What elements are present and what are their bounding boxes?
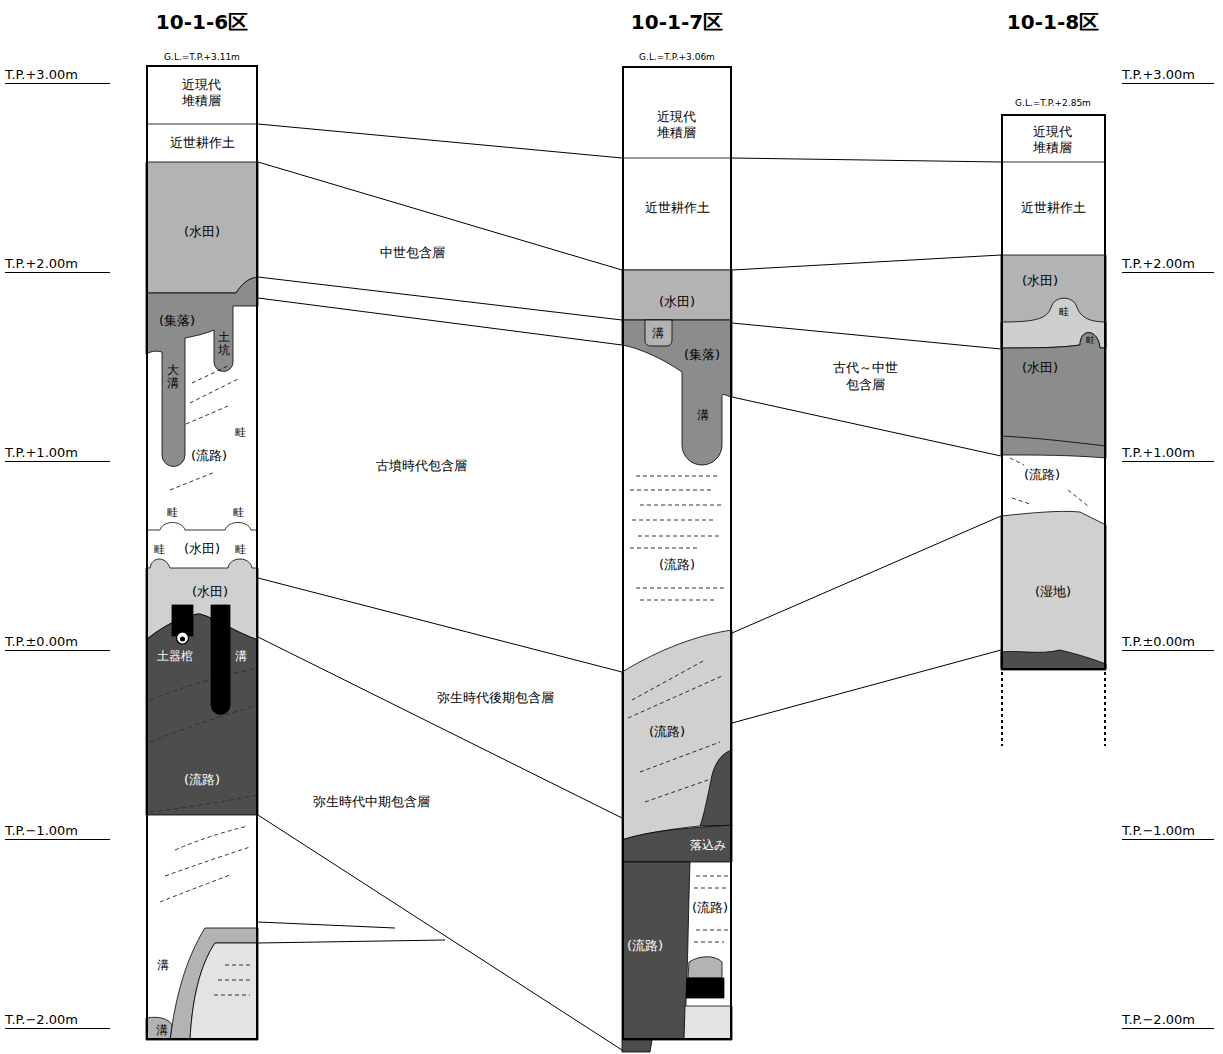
layer-box: (流路): [659, 557, 695, 573]
layer-label: 近現代 堆積層: [654, 109, 701, 140]
layer-box: (集落): [159, 313, 195, 329]
layer-box: 溝: [156, 1023, 168, 1037]
column-heading: 10-1-7区: [631, 9, 723, 36]
layer-name: 畦: [167, 506, 178, 520]
layer-box: (集落): [684, 347, 720, 363]
layer-box: (水田): [184, 541, 220, 557]
layer-name: 畦: [154, 543, 165, 557]
elevation-label: T.P.−2.00m: [5, 1011, 110, 1029]
layer-label: 落込み: [690, 838, 726, 852]
layer-box: (流路): [184, 772, 220, 788]
column-heading: 10-1-6区: [156, 9, 248, 36]
layer-label: 溝: [235, 649, 247, 663]
layer-label: 近世耕作土: [170, 135, 235, 151]
layer-label: (流路): [659, 557, 695, 573]
column-heading: 10-1-8区: [1007, 9, 1099, 36]
layer-box: (水田): [192, 584, 228, 600]
elevation-label: T.P.+2.00m: [1122, 255, 1214, 273]
layer-name: 古墳時代包含層: [376, 458, 467, 475]
layer-label: (流路): [184, 772, 220, 788]
layer-name: 中世包含層: [380, 245, 445, 262]
elevation-label: T.P.+1.00m: [5, 444, 110, 462]
layer-label: (集落): [684, 347, 720, 363]
layer-label: 溝: [156, 1023, 168, 1037]
layer-label: (流路): [191, 448, 227, 464]
layer-label: (流路): [692, 900, 728, 916]
layer-box: (水田): [1022, 360, 1058, 376]
layer-name: 畦: [1059, 305, 1069, 318]
layer-label: 近現代 堆積層: [179, 77, 226, 108]
layer-label: (集落): [159, 313, 195, 329]
layer-box: 大溝: [167, 364, 179, 390]
layer-label: 土坑: [218, 331, 230, 357]
layer-label: (流路): [649, 724, 685, 740]
layer-name: 畦: [235, 426, 246, 440]
layer-name: 弥生時代中期包含層: [313, 794, 430, 811]
layer-label: (水田): [192, 584, 228, 600]
ground-level: G.L.=T.P.+3.06m: [639, 52, 715, 62]
layer-box: 落込み: [690, 838, 726, 852]
layer-box: (湿地): [1035, 584, 1071, 600]
layer-label: 近世耕作土: [1021, 200, 1086, 216]
ground-level: G.L.=T.P.+3.11m: [164, 52, 240, 62]
layer-label: (流路): [627, 938, 663, 954]
elevation-label: T.P.+2.00m: [5, 255, 110, 273]
layer-box: (流路): [649, 724, 685, 740]
layer-box: 近現代 堆積層: [654, 109, 701, 140]
section-column: 10-1-8区G.L.=T.P.+2.85m近現代 堆積層近世耕作土(水田)(水…: [1001, 114, 1106, 670]
elevation-label: T.P.−1.00m: [1122, 822, 1214, 840]
elevation-label: T.P.±0.00m: [5, 633, 110, 651]
layer-label: 大溝: [167, 364, 179, 390]
layer-label: (湿地): [1035, 584, 1071, 600]
layer-box: (水田): [659, 294, 695, 310]
elevation-label: T.P.+3.00m: [1122, 66, 1214, 84]
layer-box: (流路): [692, 900, 728, 916]
layer-box: 土坑: [218, 331, 230, 357]
layer-box: 近現代 堆積層: [179, 77, 226, 108]
layer-label: 溝: [157, 958, 169, 972]
layer-box: (流路): [191, 448, 227, 464]
layer-name: 畦: [233, 506, 244, 520]
layer-name: 弥生時代後期包含層: [437, 690, 554, 707]
layer-name: 畦: [1086, 335, 1095, 347]
layer-box: (流路): [627, 938, 663, 954]
layer-label: 近世耕作土: [645, 200, 710, 216]
elevation-label: T.P.±0.00m: [1122, 633, 1214, 651]
layer-label: 土器棺: [157, 649, 193, 663]
elevation-label: T.P.−2.00m: [1122, 1011, 1214, 1029]
ground-level: G.L.=T.P.+2.85m: [1015, 98, 1091, 108]
section-column: 10-1-7区G.L.=T.P.+3.06m近現代 堆積層近世耕作土(水田)溝(…: [622, 66, 732, 1040]
layer-label: (水田): [184, 224, 220, 240]
layer-label: (水田): [184, 541, 220, 557]
layer-label: (水田): [1022, 273, 1058, 289]
layer-label: (流路): [1024, 467, 1060, 483]
layer-box: 近世耕作土: [645, 200, 710, 216]
layer-box: 近世耕作土: [1021, 200, 1086, 216]
elevation-label: T.P.+3.00m: [5, 66, 110, 84]
layer-box: (水田): [184, 224, 220, 240]
elevation-label: T.P.+1.00m: [1122, 444, 1214, 462]
layer-label: (水田): [1022, 360, 1058, 376]
layer-name: 古代～中世 包含層: [830, 360, 903, 394]
layer-box: 溝: [652, 326, 664, 340]
layer-label: 溝: [652, 326, 664, 340]
layer-label: 溝: [697, 409, 709, 422]
elevation-label: T.P.−1.00m: [5, 822, 110, 840]
layer-box: 近世耕作土: [170, 135, 235, 151]
layer-box: (流路): [1024, 467, 1060, 483]
layer-label: 近現代 堆積層: [1030, 124, 1077, 155]
layer-box: 溝: [697, 409, 709, 422]
layer-box: 近現代 堆積層: [1030, 124, 1077, 155]
layer-name: 畦: [235, 543, 246, 557]
layer-box: 溝: [235, 649, 247, 663]
layer-box: 溝: [157, 958, 169, 972]
layer-box: 土器棺: [157, 649, 193, 663]
layer-box: (水田): [1022, 273, 1058, 289]
layer-label: (水田): [659, 294, 695, 310]
